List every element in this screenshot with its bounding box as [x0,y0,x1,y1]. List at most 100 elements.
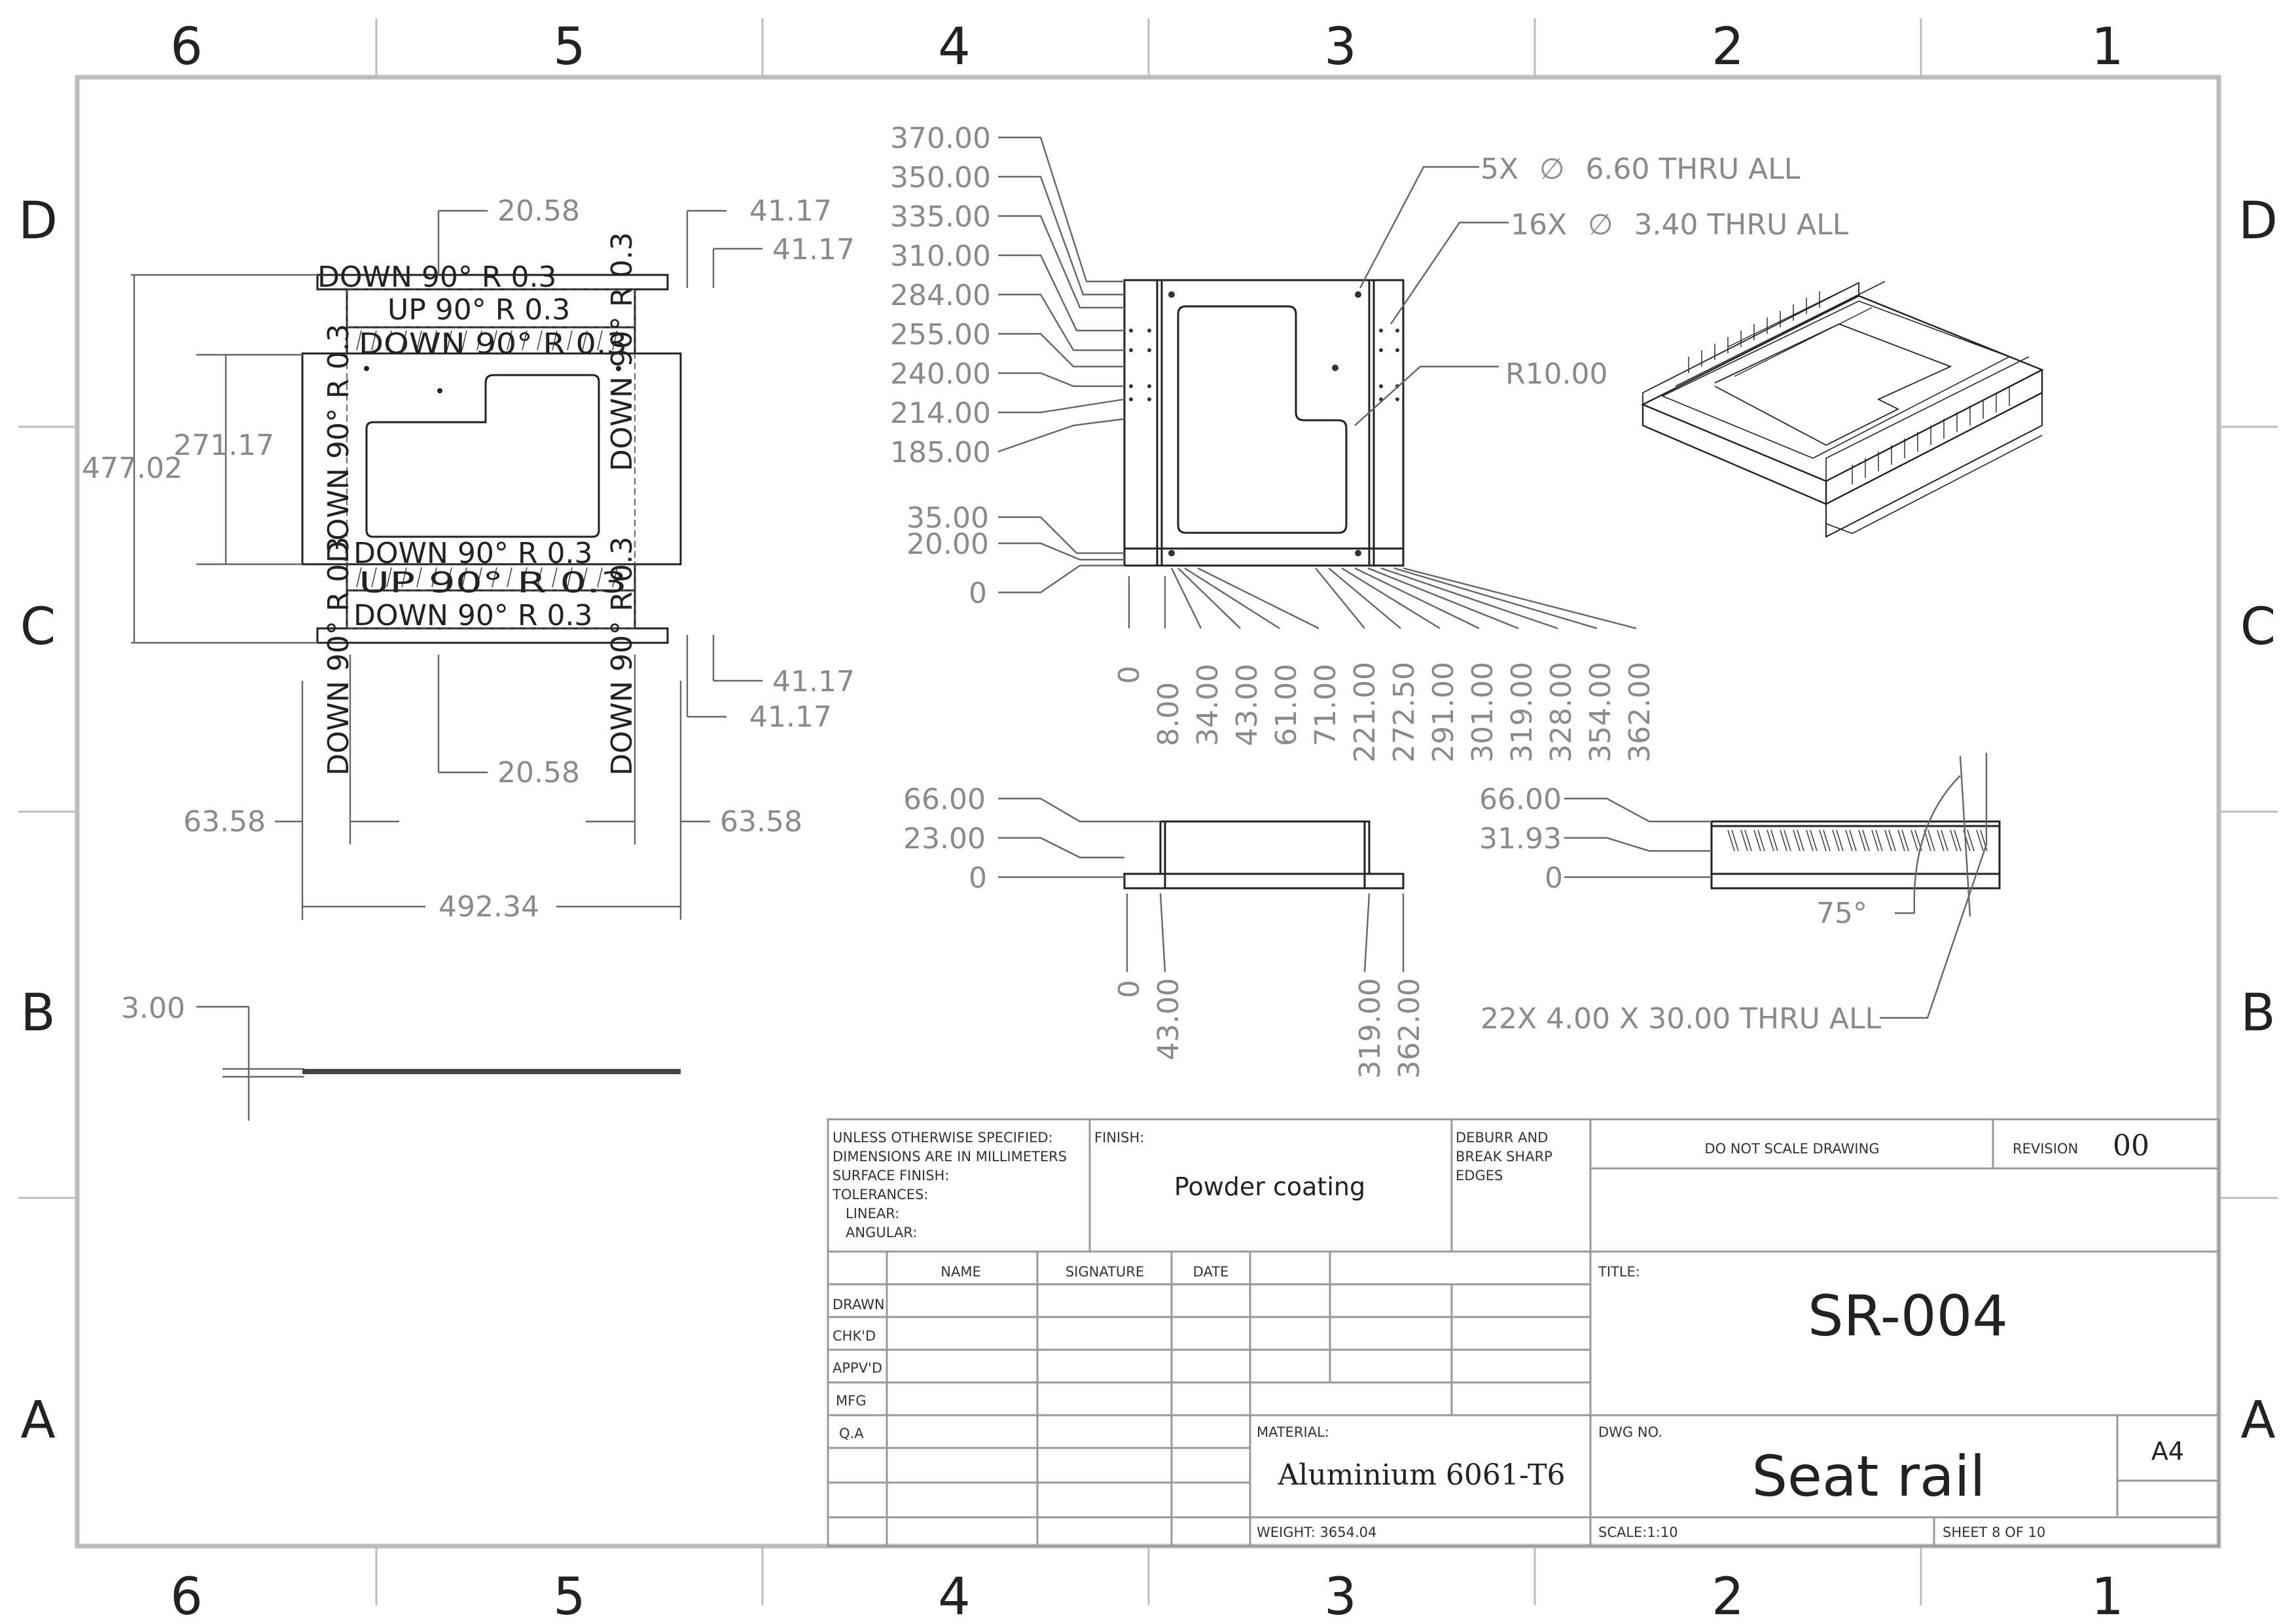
tb-unless-2: DIMENSIONS ARE IN MILLIMETERS [833,1149,1067,1164]
top-x-272-5: 272.50 [1388,662,1421,763]
tb-dwg-value: Seat rail [1751,1444,1985,1509]
tb-finish-label: FINISH: [1094,1130,1144,1146]
dim-right-top-1: 41.17 [749,194,832,228]
front-view: 66.00 23.00 0 0 43.00 319.00 362.00 [903,783,1426,1079]
bend-note-bottom-up: UP 90° R 0.3 [359,566,627,600]
tb-col-name: NAME [941,1264,980,1280]
zone-col-1-top: 1 [2091,18,2124,77]
callout-radius: R10.00 [1505,357,1608,391]
tb-unless-6: ANGULAR: [846,1225,917,1240]
top-x-43: 43.00 [1230,664,1264,746]
top-x-291: 291.00 [1427,662,1460,763]
zone-row-d-left: D [18,192,58,251]
top-x-71: 71.00 [1309,664,1342,746]
side-view-outline [1710,820,2001,890]
tb-scale: SCALE:1:10 [1598,1525,1678,1540]
top-y-214: 214.00 [890,397,991,430]
tb-row-appvd: APPV'D [833,1360,882,1376]
flat-thickness-view [302,1069,681,1074]
top-y-0: 0 [969,577,987,610]
top-view: 370.00 350.00 335.00 310.00 284.00 255.0… [890,122,1849,763]
top-x-0: 0 [1113,666,1146,684]
tb-unless-5: LINEAR: [846,1206,899,1221]
top-x-61: 61.00 [1270,664,1303,746]
front-y-0: 0 [969,861,987,895]
side-view: 66.00 31.93 0 75° 22X 4.00 X 30.00 THRU … [1479,753,2001,1036]
zone-row-a-right: A [2240,1391,2275,1450]
bend-note-bottom-down: DOWN 90° R 0.3 [353,537,592,570]
top-x-34: 34.00 [1191,664,1225,746]
flat-pattern-view: DOWN 90° R 0.3 UP 90° R 0.3 DOWN 90° R 0… [82,194,855,1121]
tb-material-label: MATERIAL: [1257,1424,1329,1440]
front-y-23: 23.00 [903,822,986,856]
zone-col-6-top: 6 [170,18,203,77]
bend-note-top-down-2: DOWN 90° R 0.3 [359,327,627,361]
tb-revision-value: 00 [2113,1129,2149,1163]
top-y-255: 255.00 [890,318,991,352]
side-view-slots [1727,829,1988,852]
dim-right-top-2: 41.17 [772,233,855,266]
bend-note-right-upper: DOWN 90° R 0.3 [605,232,639,471]
front-y-66: 66.00 [903,783,986,816]
zone-col-5-top: 5 [553,18,586,77]
flat-slot-row-bottom [356,567,618,588]
front-x-0: 0 [1113,980,1146,998]
top-y-185: 185.00 [890,436,991,469]
isometric-view [1641,281,2044,538]
zone-col-1-bottom: 1 [2091,1568,2124,1624]
tb-row-drawn: DRAWN [833,1297,885,1312]
top-y-240: 240.00 [890,357,991,391]
top-y-20: 20.00 [906,528,989,561]
bend-note-top-up: UP 90° R 0.3 [387,293,570,327]
tb-deburr-2: BREAK SHARP [1456,1149,1552,1164]
tb-dwg-label: DWG NO. [1598,1424,1662,1440]
top-y-35: 35.00 [906,501,989,535]
tb-col-date: DATE [1193,1264,1229,1280]
dim-right-flange: 63.58 [720,805,802,839]
top-view-x-dims: 0 8.00 34.00 43.00 61.00 71.00 221.00 27… [1113,662,1657,763]
dim-bottom-bend-offset: 20.58 [497,756,580,789]
front-x-43: 43.00 [1152,978,1185,1060]
top-view-leaders [997,136,1637,630]
top-x-8: 8.00 [1152,682,1185,746]
dim-top-bend-offset: 20.58 [497,194,580,228]
bend-note-left-upper: DOWN 90° R 0.3 [322,324,355,563]
tb-deburr-3: EDGES [1456,1168,1503,1183]
tb-unless-3: SURFACE FINISH: [833,1168,949,1183]
top-x-221: 221.00 [1348,662,1382,763]
top-y-310: 310.00 [890,240,991,273]
tb-do-not-scale: DO NOT SCALE DRAWING [1704,1141,1879,1157]
top-y-350: 350.00 [890,161,991,194]
zone-col-2-top: 2 [1712,18,1744,77]
flat-dimension-lines [131,209,762,1121]
side-y-31-93: 31.93 [1479,822,1562,856]
top-y-370: 370.00 [890,122,991,155]
dim-right-bottom-1: 41.17 [772,665,855,698]
dim-left-flange: 63.58 [183,805,266,839]
side-view-leaders [1564,753,1988,1019]
zone-markers: 6 5 4 3 2 1 6 5 4 3 2 1 D C B A D C B A [18,18,2278,1624]
tb-deburr-1: DEBURR AND [1456,1130,1548,1146]
zone-row-d-right: D [2238,192,2278,251]
zone-row-a-left: A [20,1391,55,1450]
bend-note-right-lower: DOWN 90° R 0.3 [605,537,639,776]
zone-col-2-bottom: 2 [1712,1568,1744,1624]
side-slots-callout: 22X 4.00 X 30.00 THRU ALL [1480,1002,1881,1036]
tb-finish-value: Powder coating [1174,1172,1365,1201]
zone-row-c-right: C [2240,598,2276,657]
tb-row-mfg: MFG [836,1393,866,1409]
zone-row-b-left: B [20,984,56,1043]
zone-col-3-top: 3 [1324,18,1357,77]
top-x-328: 328.00 [1545,662,1578,763]
tb-col-signature: SIGNATURE [1066,1264,1144,1280]
zone-col-5-bottom: 5 [553,1568,586,1624]
tb-size: A4 [2151,1437,2184,1466]
zone-col-3-bottom: 3 [1324,1568,1357,1624]
tb-weight: WEIGHT: 3654.04 [1257,1525,1376,1540]
zone-col-4-bottom: 4 [938,1568,971,1624]
tb-sheet: SHEET 8 OF 10 [1943,1525,2045,1540]
top-y-284: 284.00 [890,279,991,312]
tb-material-value: Aluminium 6061-T6 [1277,1458,1565,1492]
top-x-354: 354.00 [1584,662,1617,763]
